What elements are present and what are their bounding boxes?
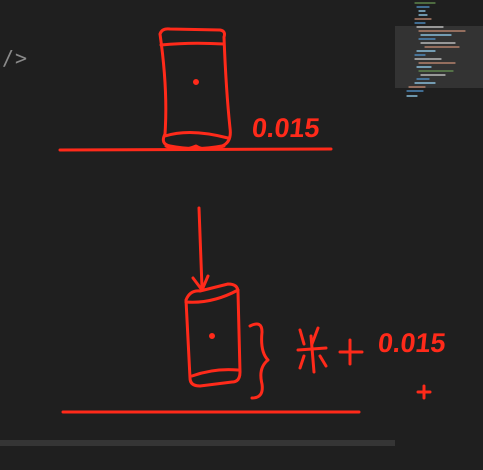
brace [248, 322, 270, 400]
force-arrow [197, 206, 204, 290]
minimap-slider[interactable] [395, 26, 483, 88]
plus-sign-2 [416, 384, 432, 400]
horizontal-scrollbar[interactable] [0, 440, 395, 446]
block-bottom [184, 282, 242, 388]
measurement-label-top: 0.015 [250, 113, 322, 143]
code-fragment: /> [2, 46, 29, 70]
block-top [158, 27, 232, 151]
plus-sign-1 [338, 338, 364, 366]
measurement-label-bottom: 0.015 [376, 328, 448, 358]
handwritten-glyph [296, 326, 328, 374]
minimap[interactable] [395, 0, 483, 110]
